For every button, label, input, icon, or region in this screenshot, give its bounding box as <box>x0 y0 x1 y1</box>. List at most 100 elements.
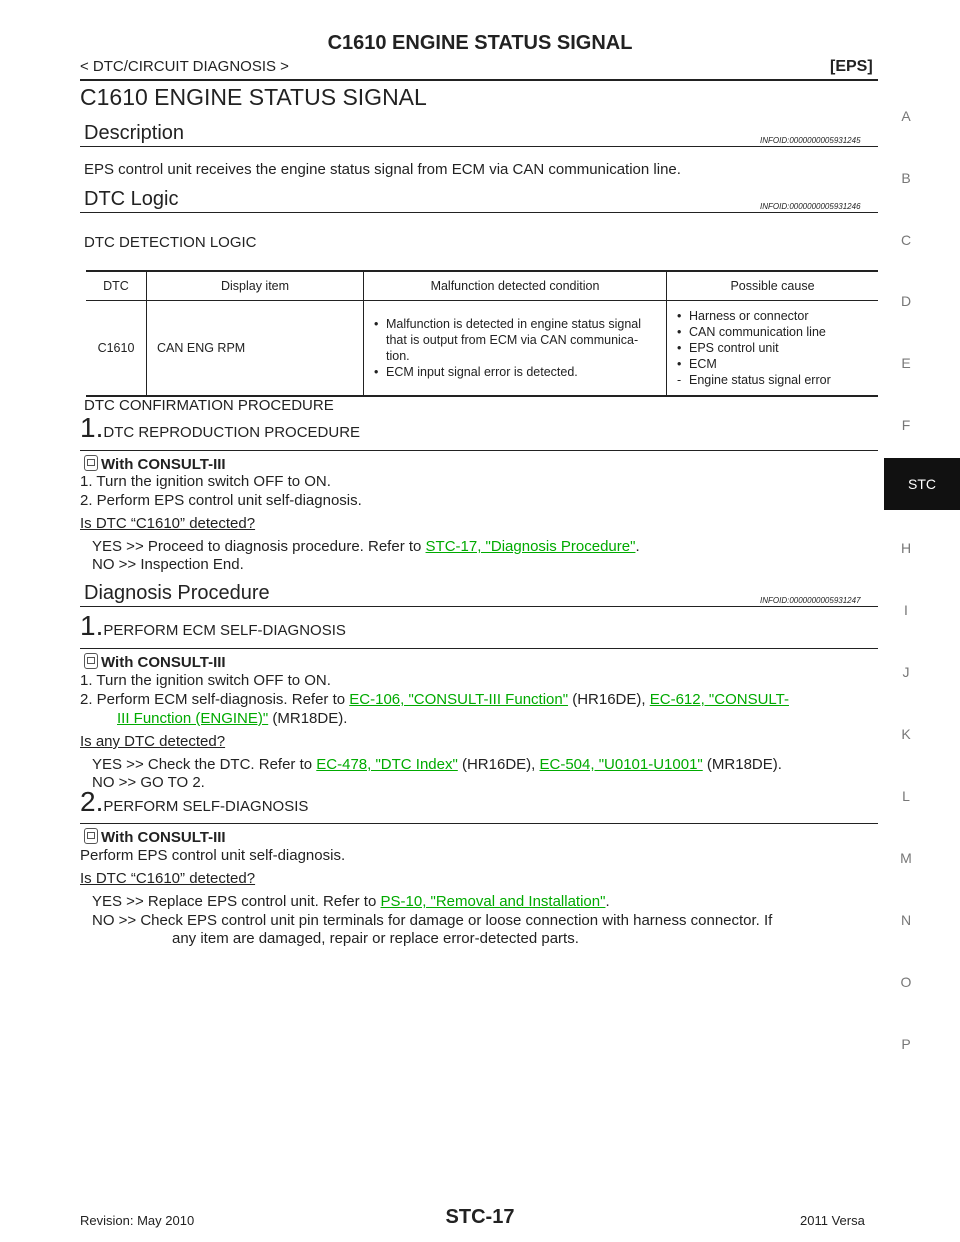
side-index-j[interactable]: J <box>902 664 910 680</box>
side-index-stc[interactable]: STC <box>884 458 960 510</box>
step-2-header: 2.PERFORM SELF-DIAGNOSIS <box>80 786 308 818</box>
col-header-display-item: Display item <box>146 270 364 301</box>
diagnosis-infoid: INFOID:0000000005931247 <box>760 596 861 605</box>
diagnosis-procedure-link[interactable]: STC-17, "Diagnosis Procedure" <box>425 538 636 555</box>
diagnosis-rule <box>80 606 878 607</box>
dtc-table: DTC Display item Malfunction detected co… <box>86 270 878 397</box>
step-item-text: 2. Perform ECM self-diagnosis. Refer to <box>80 691 350 708</box>
side-index-c[interactable]: C <box>900 232 912 248</box>
removal-installation-link[interactable]: PS-10, "Removal and Installation" <box>380 893 606 910</box>
header-rule <box>80 79 878 81</box>
step-item: 1. Turn the ignition switch OFF to ON. <box>80 473 331 490</box>
step-item: 2. Perform EPS control unit self-diagnos… <box>80 492 362 509</box>
side-index-b[interactable]: B <box>901 170 911 186</box>
consult-engine-function-link[interactable]: EC-612, "CONSULT- <box>649 691 789 708</box>
step-1-header: 1.DTC REPRODUCTION PROCEDURE <box>80 412 360 444</box>
no-answer: NO >> GO TO 2. <box>92 774 205 791</box>
side-index-h[interactable]: H <box>900 540 912 556</box>
cause-sub-item: Engine status signal error <box>675 372 870 388</box>
step-1-header: 1.PERFORM ECM SELF-DIAGNOSIS <box>80 610 346 642</box>
step-rule <box>80 648 878 649</box>
side-index-e[interactable]: E <box>901 355 911 371</box>
cell-display-item: CAN ENG RPM <box>146 300 364 397</box>
consult-icon <box>84 653 98 669</box>
col-header-condition: Malfunction detected condition <box>363 270 667 301</box>
u0101-link[interactable]: EC-504, "U0101-U1001" <box>539 756 703 773</box>
step-number: 2. <box>80 786 104 817</box>
dtc-index-link[interactable]: EC-478, "DTC Index" <box>316 756 458 773</box>
step-item: 1. Turn the ignition switch OFF to ON. <box>80 672 331 689</box>
step-text: Perform EPS control unit self-diagnosis. <box>80 847 346 864</box>
consult-engine-function-link-cont[interactable]: III Function (ENGINE)" <box>117 710 269 727</box>
description-heading: Description <box>84 122 185 144</box>
dtc-confirmation-heading: DTC CONFIRMATION PROCEDURE <box>84 397 334 414</box>
side-index-l[interactable]: L <box>902 788 910 804</box>
side-index-a[interactable]: A <box>901 108 911 124</box>
dtc-logic-rule <box>80 212 878 213</box>
side-index-i[interactable]: I <box>904 602 908 618</box>
page-title: C1610 ENGINE STATUS SIGNAL <box>80 84 427 110</box>
side-index-m[interactable]: M <box>900 850 912 866</box>
side-index-f[interactable]: F <box>901 417 911 433</box>
yes-text: YES >> Replace EPS control unit. Refer t… <box>92 893 381 910</box>
with-consult-text: With CONSULT-III <box>101 829 226 846</box>
yes-answer: YES >> Check the DTC. Refer to EC-478, "… <box>92 756 782 773</box>
table-row: C1610 CAN ENG RPM Malfunction is detecte… <box>86 300 878 397</box>
yes-suffix: . <box>605 893 610 910</box>
breadcrumb: < DTC/CIRCUIT DIAGNOSIS > <box>80 58 289 75</box>
section-tag: [EPS] <box>830 58 873 75</box>
step-title: DTC REPRODUCTION PROCEDURE <box>103 424 361 441</box>
yes-answer: YES >> Replace EPS control unit. Refer t… <box>92 893 610 910</box>
step-item: 2. Perform ECM self-diagnosis. Refer to … <box>80 691 789 708</box>
diagnosis-heading: Diagnosis Procedure <box>84 582 270 604</box>
cause-item: CAN communication line <box>675 324 870 340</box>
step-rule <box>80 450 878 451</box>
step-item-continued: III Function (ENGINE)" (MR18DE). <box>117 710 347 727</box>
cell-condition: Malfunction is detected in engine status… <box>363 300 667 397</box>
condition-item: ECM input signal error is detected. <box>372 364 658 380</box>
dtc-logic-infoid: INFOID:0000000005931246 <box>760 202 861 211</box>
col-header-dtc: DTC <box>86 270 147 301</box>
side-index-n[interactable]: N <box>900 912 912 928</box>
no-answer-continued: any item are damaged, repair or replace … <box>172 930 579 947</box>
step-item-text: (MR18DE). <box>268 710 348 727</box>
footer-page-number: STC-17 <box>445 1206 515 1228</box>
description-infoid: INFOID:0000000005931245 <box>760 136 861 145</box>
yes-text: (HR16DE), <box>457 756 540 773</box>
description-rule <box>80 146 878 147</box>
step-title: PERFORM ECM SELF-DIAGNOSIS <box>103 622 346 639</box>
yes-answer: YES >> Proceed to diagnosis procedure. R… <box>92 538 640 555</box>
with-consult-text: With CONSULT-III <box>101 654 226 671</box>
table-header-row: DTC Display item Malfunction detected co… <box>86 270 878 301</box>
dtc-detection-logic-heading: DTC DETECTION LOGIC <box>84 234 257 251</box>
cause-item: ECM <box>675 356 870 372</box>
side-index-p[interactable]: P <box>901 1036 911 1052</box>
side-index-o[interactable]: O <box>900 974 912 990</box>
footer-model: 2011 Versa <box>800 1213 865 1228</box>
step-question: Is any DTC detected? <box>80 733 226 750</box>
col-header-possible-cause: Possible cause <box>666 270 878 301</box>
yes-suffix: (MR18DE). <box>702 756 782 773</box>
with-consult-label: With CONSULT-III <box>84 455 226 473</box>
cell-dtc: C1610 <box>86 300 147 397</box>
no-answer: NO >> Inspection End. <box>92 556 244 573</box>
yes-text: YES >> Check the DTC. Refer to <box>92 756 317 773</box>
consult-icon <box>84 455 98 471</box>
header-title: C1610 ENGINE STATUS SIGNAL <box>327 32 633 54</box>
consult-function-link[interactable]: EC-106, "CONSULT-III Function" <box>349 691 569 708</box>
step-question: Is DTC “C1610” detected? <box>80 515 256 532</box>
step-item-text: (HR16DE), <box>568 691 650 708</box>
side-index-k[interactable]: K <box>901 726 911 742</box>
side-index-d[interactable]: D <box>900 293 912 309</box>
cause-item: EPS control unit <box>675 340 870 356</box>
cell-possible-cause: Harness or connector CAN communication l… <box>666 300 878 397</box>
step-question: Is DTC “C1610” detected? <box>80 870 256 887</box>
footer-revision: Revision: May 2010 <box>80 1213 195 1228</box>
dtc-logic-heading: DTC Logic <box>84 188 179 210</box>
description-text: EPS control unit receives the engine sta… <box>84 161 681 178</box>
step-rule <box>80 823 878 824</box>
step-title: PERFORM SELF-DIAGNOSIS <box>103 798 309 815</box>
condition-item: Malfunction is detected in engine status… <box>372 316 658 364</box>
no-answer: NO >> Check EPS control unit pin termina… <box>92 912 773 929</box>
step-number: 1. <box>80 412 104 443</box>
